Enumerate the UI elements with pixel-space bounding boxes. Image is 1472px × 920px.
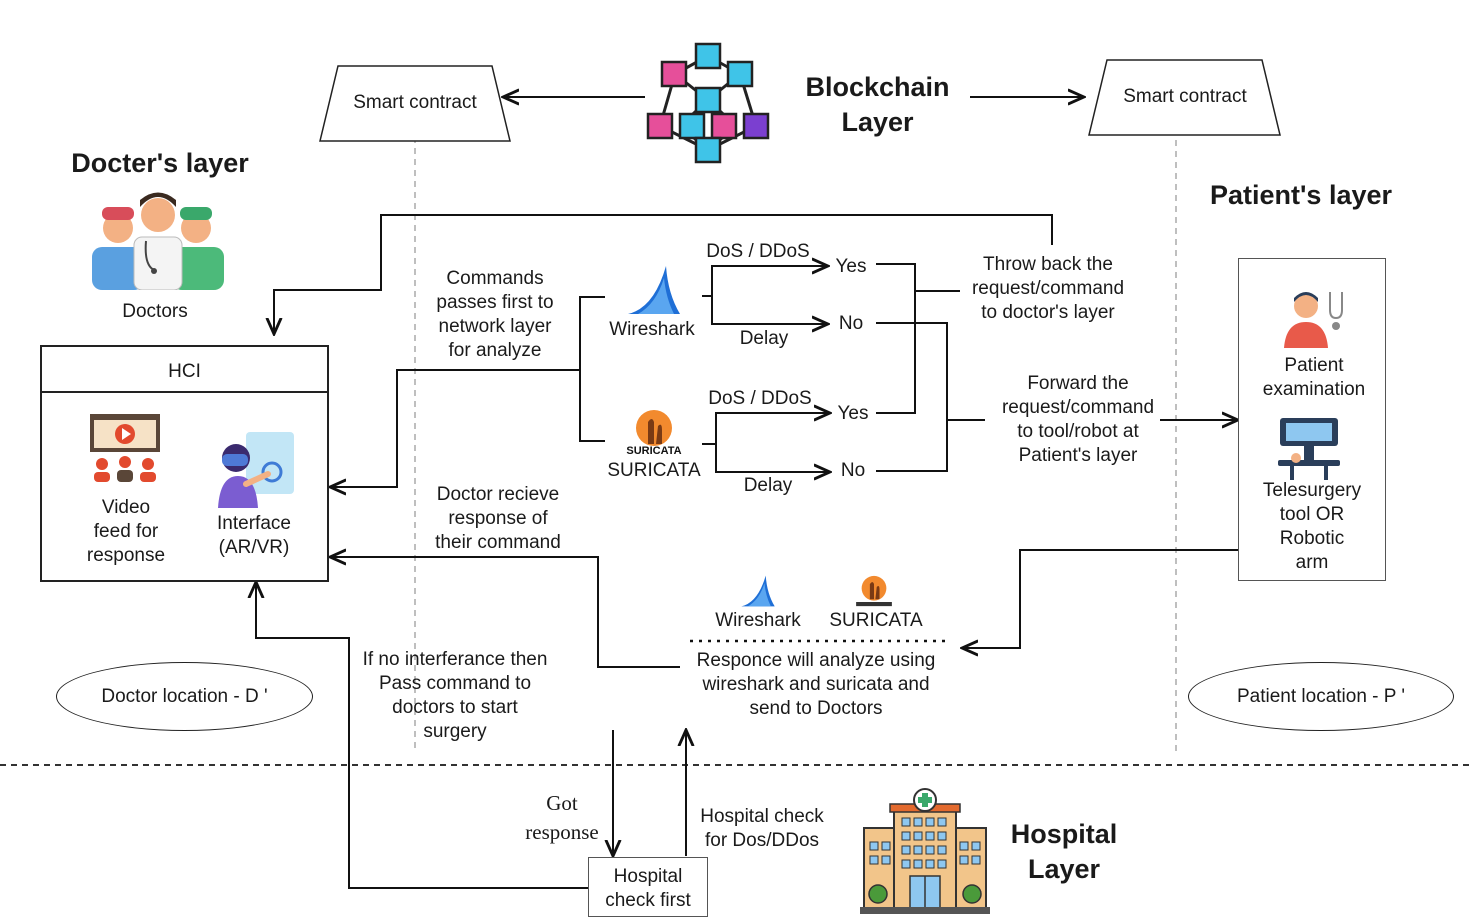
patient-examination-icon (1284, 292, 1343, 348)
suricata-small-icon (856, 575, 892, 607)
doctors-label: Doctors (122, 301, 188, 322)
wireshark-fin-icon (628, 266, 680, 314)
telesurgery-robot-icon (1278, 418, 1340, 480)
smart-contract-left: Smart contract (353, 92, 477, 113)
hci-header-box (40, 345, 329, 393)
delay-top: Delay (739, 328, 789, 349)
wireshark-label: Wireshark (609, 319, 695, 340)
interface-label: Interface (AR/VR) (217, 513, 291, 558)
patient-location: Patient location - P ' (1188, 662, 1454, 731)
suricata-small-label: SURICATA (829, 610, 923, 631)
ar-vr-interface-icon (218, 432, 294, 508)
commands-note: Commands passes first to network layer f… (436, 268, 554, 361)
suricata-label: SURICATA (607, 460, 701, 481)
no-bottom: No (840, 460, 866, 481)
dos-ddos-bottom: DoS / DDoS (708, 388, 812, 409)
hospital-check-dos-label: Hospital check for Dos/DDos (700, 806, 824, 851)
hospital-check-first: Hospital check first (605, 866, 691, 911)
doctors-layer-title: Docter's layer (71, 148, 249, 178)
dos-ddos-top: DoS / DDoS (706, 241, 810, 262)
no-interference-note: If no interferance then Pass command to … (362, 649, 548, 742)
hospital-layer-title: Hospital Layer (1010, 819, 1118, 884)
suricata-logo-text: SURICATA (626, 445, 681, 456)
doctor-location: Doctor location - D ' (56, 662, 313, 731)
suricata-logo-icon: SURICATA (626, 410, 682, 456)
blockchain-layer-title: Blockchain Layer (805, 72, 950, 137)
hospital-check-box (588, 857, 708, 917)
hospital-building-icon (860, 788, 990, 914)
wireshark-fin-small-icon (741, 575, 775, 607)
yes-bottom: Yes (837, 403, 869, 424)
patients-layer-title: Patient's layer (1209, 180, 1392, 210)
video-feed-icon (90, 414, 160, 482)
forward-note: Forward the request/command to tool/robo… (1001, 373, 1155, 466)
smart-contract-right: Smart contract (1123, 86, 1247, 107)
doctor-receive-note: Doctor recieve response of their command (435, 484, 561, 553)
response-analyze-note: Responce will analyze using wireshark an… (696, 650, 936, 719)
telesurgery-label: Telesurgery tool OR Robotic arm (1262, 480, 1362, 573)
wireshark-small-label: Wireshark (715, 610, 801, 631)
throw-back-note: Throw back the request/command to doctor… (971, 254, 1125, 323)
delay-bottom: Delay (743, 475, 793, 496)
doctors-group-icon (92, 192, 224, 290)
blockchain-cubes-icon (646, 42, 770, 164)
patient-exam-label: Patient examination (1262, 355, 1366, 400)
yes-top: Yes (835, 256, 867, 277)
video-feed-label: Video feed for response (86, 497, 166, 566)
got-response-label: Got response (525, 791, 599, 844)
no-top: No (838, 313, 864, 334)
hci-header: HCI (168, 361, 201, 382)
